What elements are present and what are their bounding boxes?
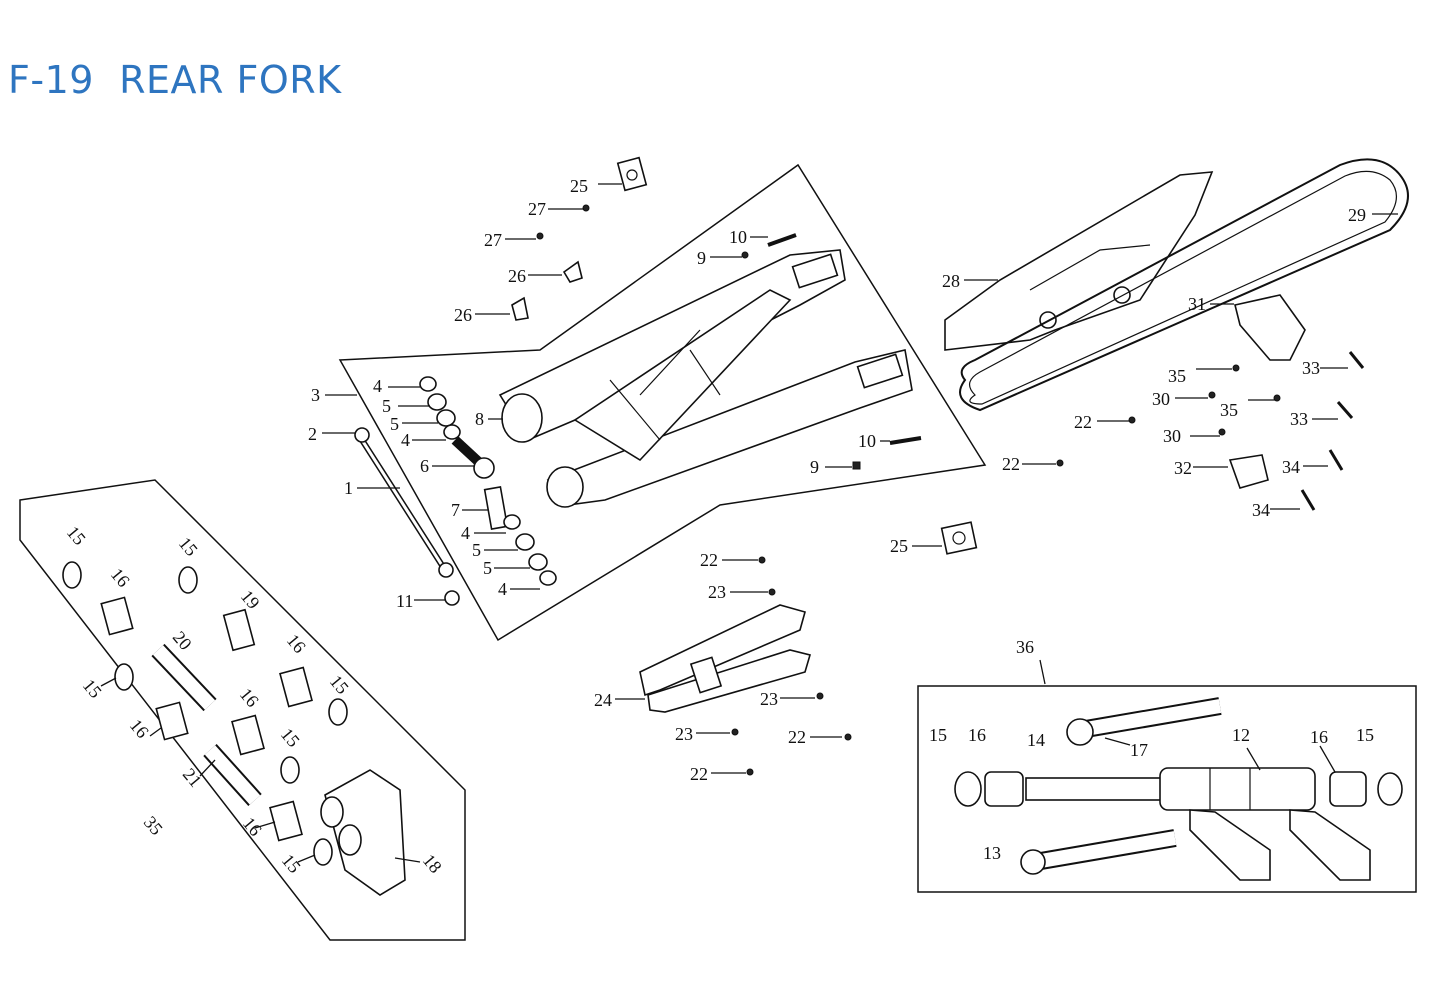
chain-guard xyxy=(944,171,1214,351)
callout-35b: 35 xyxy=(1220,400,1238,420)
callout-7: 7 xyxy=(451,500,460,520)
callout-25a: 25 xyxy=(570,176,588,196)
callout-15a: 15 xyxy=(929,725,947,745)
callout-10b: 10 xyxy=(858,431,876,451)
callout-8: 8 xyxy=(475,409,484,429)
callout-2: 2 xyxy=(308,424,317,444)
callout-16f: 16 xyxy=(126,715,153,742)
callout-22b: 22 xyxy=(1002,454,1020,474)
callout-4b: 4 xyxy=(401,430,410,450)
swingarm xyxy=(498,249,913,508)
callout-30b: 30 xyxy=(1163,426,1181,446)
callout-16a: 16 xyxy=(968,725,986,745)
swingarm-frame xyxy=(338,163,987,642)
callout-5c: 5 xyxy=(472,540,481,560)
callout-14: 14 xyxy=(1027,730,1045,750)
callout-16b: 16 xyxy=(1310,727,1328,747)
leader-lines xyxy=(322,183,1398,774)
callout-19: 19 xyxy=(237,586,264,613)
plate-25-lower xyxy=(940,521,978,555)
callout-21: 21 xyxy=(179,764,206,791)
callout-3: 3 xyxy=(311,385,320,405)
callout-16d: 16 xyxy=(283,630,310,657)
callout-33b: 33 xyxy=(1290,409,1308,429)
callout-16e: 16 xyxy=(236,684,263,711)
callout-10a: 10 xyxy=(729,227,747,247)
callout-1: 1 xyxy=(344,478,353,498)
callout-22a: 22 xyxy=(1074,412,1092,432)
kit-35-frame xyxy=(19,479,466,941)
callout-33a: 33 xyxy=(1302,358,1320,378)
callout-15h: 15 xyxy=(278,850,305,877)
linkage-arm xyxy=(639,556,852,776)
drive-chain xyxy=(959,158,1409,412)
callout-4a: 4 xyxy=(373,376,382,396)
callout-29: 29 xyxy=(1348,205,1366,225)
callout-34a: 34 xyxy=(1282,457,1300,477)
callout-15f: 15 xyxy=(326,671,353,698)
callout-23c: 23 xyxy=(675,724,693,744)
callout-26b: 26 xyxy=(454,305,472,325)
callout-4c: 4 xyxy=(461,523,470,543)
callout-22c: 22 xyxy=(700,550,718,570)
callout-30a: 30 xyxy=(1152,389,1170,409)
callout-34b: 34 xyxy=(1252,500,1270,520)
page-title: F-19 REAR FORK xyxy=(8,58,342,102)
callout-5d: 5 xyxy=(483,558,492,578)
callout-28: 28 xyxy=(942,271,960,291)
callout-18: 18 xyxy=(419,850,446,877)
callout-5a: 5 xyxy=(382,396,391,416)
callout-12: 12 xyxy=(1232,725,1250,745)
callout-6: 6 xyxy=(420,456,429,476)
callout-9b: 9 xyxy=(810,457,819,477)
pivot-parts xyxy=(354,376,557,606)
callout-13: 13 xyxy=(983,843,1001,863)
callout-23a: 23 xyxy=(708,582,726,602)
callout-27b: 27 xyxy=(484,230,502,250)
callout-31: 31 xyxy=(1188,294,1206,314)
callout-17: 17 xyxy=(1130,740,1148,760)
chain-slider-parts xyxy=(1056,294,1365,511)
callout-15d: 15 xyxy=(175,533,202,560)
callout-9a: 9 xyxy=(697,248,706,268)
callout-11: 11 xyxy=(396,591,413,611)
callout-22e: 22 xyxy=(690,764,708,784)
kit-35-leaders xyxy=(100,677,421,863)
callout-26a: 26 xyxy=(508,266,526,286)
callout-15b: 15 xyxy=(1356,725,1374,745)
callout-22d: 22 xyxy=(788,727,806,747)
kit-36-frame xyxy=(917,685,1417,893)
callout-20: 20 xyxy=(169,627,196,654)
callout-23b: 23 xyxy=(760,689,778,709)
callout-27a: 27 xyxy=(528,199,546,219)
callout-16c: 16 xyxy=(107,564,134,591)
top-hardware xyxy=(511,156,922,470)
callout-36: 36 xyxy=(1016,637,1034,657)
callout-15g: 15 xyxy=(277,724,304,751)
callout-32: 32 xyxy=(1174,458,1192,478)
callout-25b: 25 xyxy=(890,536,908,556)
callout-35a: 35 xyxy=(1168,366,1186,386)
callout-5b: 5 xyxy=(390,414,399,434)
callout-4d: 4 xyxy=(498,579,507,599)
callout-24: 24 xyxy=(594,690,612,710)
callout-15c: 15 xyxy=(63,522,90,549)
callout-35c: 35 xyxy=(140,812,167,839)
callout-15e: 15 xyxy=(79,675,106,702)
